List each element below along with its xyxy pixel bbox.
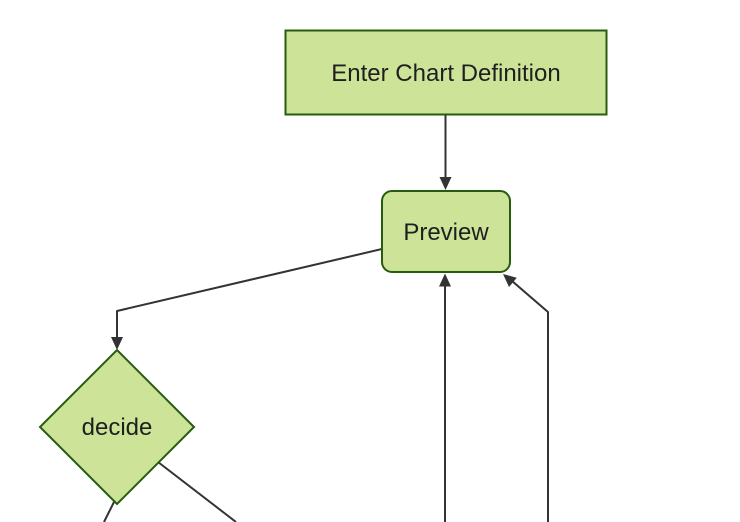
edge-line	[157, 461, 237, 522]
arrowhead-up-left-icon	[503, 274, 517, 287]
node-preview: Preview	[381, 190, 511, 273]
node-rectangle	[284, 29, 608, 116]
arrowhead-down-icon	[439, 177, 452, 190]
edge-line	[507, 276, 549, 522]
node-decide: decide	[38, 348, 196, 506]
node-label: decide	[82, 414, 153, 441]
node-label: Enter Chart Definition	[331, 60, 560, 87]
node-diamond	[38, 348, 196, 506]
edge-decide-to-bottom-right	[157, 461, 237, 522]
edge-line	[116, 248, 383, 338]
node-rounded-rectangle	[381, 190, 511, 273]
edge-bottom-right-to-preview	[503, 274, 549, 522]
arrowhead-down-icon	[111, 337, 123, 350]
edge-preview-to-decide	[111, 248, 383, 350]
edge-line	[103, 501, 115, 522]
node-label: Preview	[403, 219, 489, 246]
edge-bottom-to-preview	[439, 273, 451, 522]
edge-enter-to-preview	[439, 115, 452, 190]
edge-decide-to-bottom-left	[103, 501, 115, 522]
arrowhead-up-icon	[439, 273, 451, 287]
node-enter-chart-definition: Enter Chart Definition	[284, 29, 608, 116]
